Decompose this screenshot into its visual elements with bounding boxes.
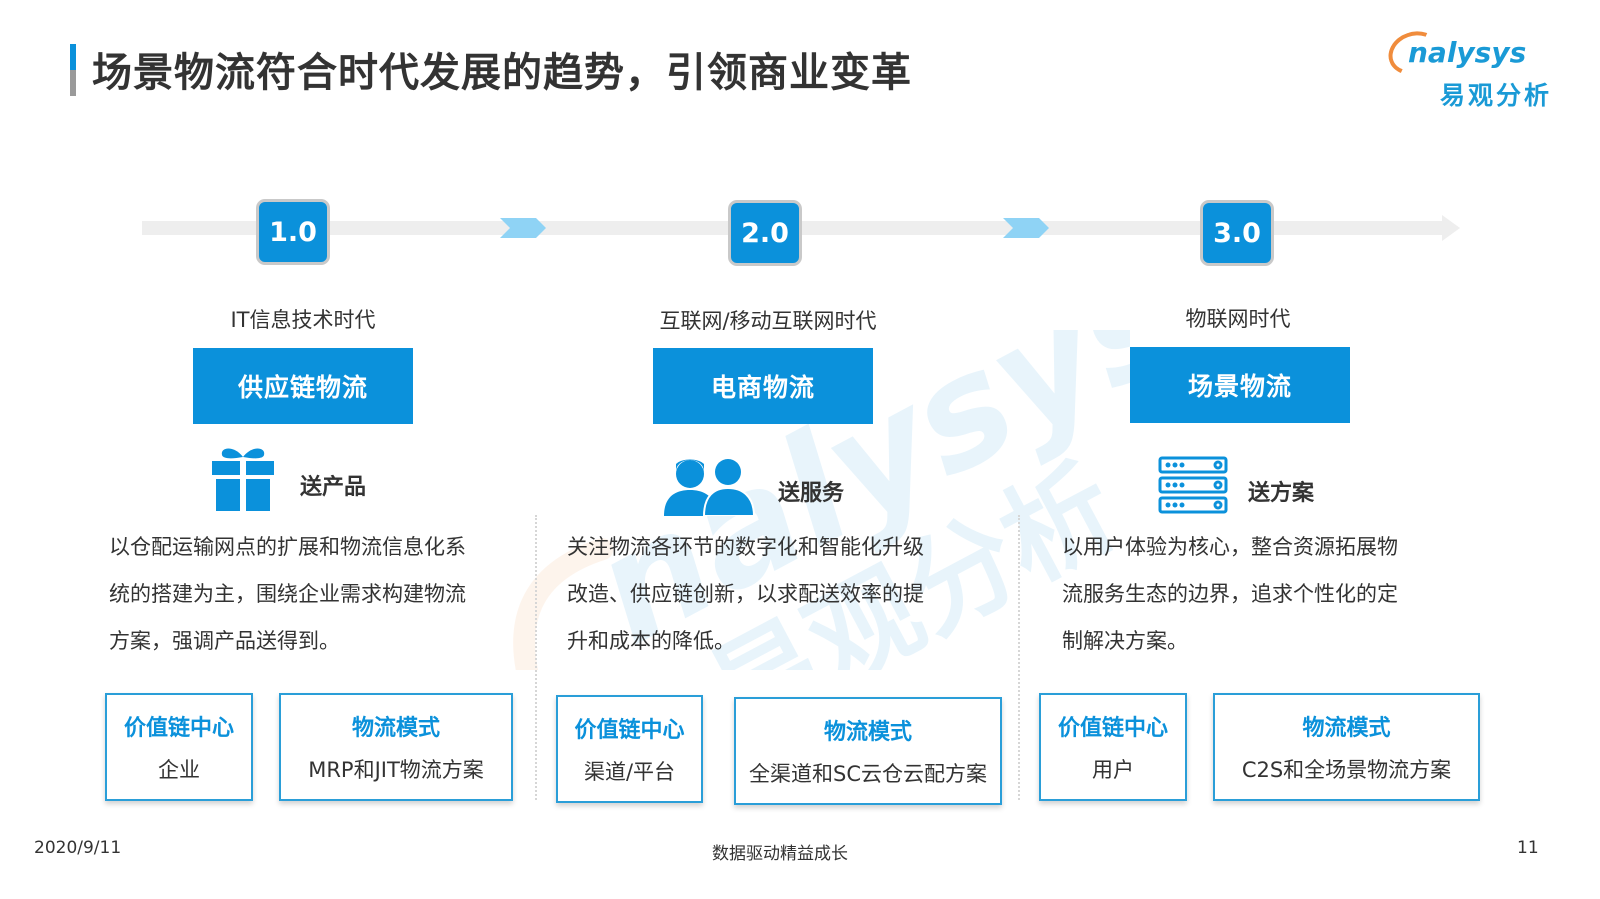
value-chain-card-1: 价值链中心 企业 bbox=[105, 693, 253, 801]
feature-label-2: 送服务 bbox=[778, 481, 845, 506]
card-title: 价值链中心 bbox=[574, 718, 685, 743]
version-badge-3: 3.0 bbox=[1200, 200, 1274, 266]
page-title: 场景物流符合时代发展的趋势，引领商业变革 bbox=[92, 50, 912, 96]
card-title: 物流模式 bbox=[823, 720, 912, 745]
stage-box-3: 场景物流 bbox=[1130, 347, 1350, 423]
stage-box-1: 供应链物流 bbox=[193, 348, 413, 424]
title-accent-bar bbox=[70, 44, 76, 96]
card-title: 价值链中心 bbox=[123, 716, 234, 741]
feature-label-1: 送产品 bbox=[300, 475, 367, 500]
card-value: MRP和JIT物流方案 bbox=[308, 758, 484, 782]
chevron-right-icon bbox=[1003, 218, 1049, 238]
value-chain-card-3: 价值链中心 用户 bbox=[1039, 693, 1187, 801]
card-value: 渠道/平台 bbox=[583, 760, 676, 784]
stage-box-2: 电商物流 bbox=[653, 348, 873, 424]
chevron-right-icon bbox=[500, 218, 546, 238]
card-title: 物流模式 bbox=[351, 716, 440, 741]
card-value: 用户 bbox=[1092, 758, 1134, 782]
logistics-mode-card-2: 物流模式 全渠道和SC云仓云配方案 bbox=[734, 697, 1002, 805]
logistics-mode-card-3: 物流模式 C2S和全场景物流方案 bbox=[1213, 693, 1480, 801]
card-value: 企业 bbox=[158, 758, 200, 782]
footer-slogan: 数据驱动精益成长 bbox=[712, 844, 848, 864]
people-icon bbox=[664, 459, 756, 516]
version-badge-2: 2.0 bbox=[728, 200, 802, 266]
stage-description-2: 关注物流各环节的数字化和智能化升级 改造、供应链创新，以求配送效率的提 升和成本… bbox=[567, 535, 924, 653]
footer-date: 2020/9/11 bbox=[34, 838, 122, 858]
era-label-2: 互联网/移动互联网时代 bbox=[659, 309, 877, 333]
era-label-3: 物联网时代 bbox=[1185, 307, 1291, 331]
feature-label-3: 送方案 bbox=[1248, 481, 1315, 506]
card-title: 价值链中心 bbox=[1057, 716, 1168, 741]
logo-text-en: nalysys bbox=[1408, 36, 1527, 69]
stage-description-1: 以仓配运输网点的扩展和物流信息化系 统的搭建为主，围绕企业需求构建物流 方案，强… bbox=[109, 535, 466, 653]
version-badge-1: 1.0 bbox=[256, 199, 330, 265]
page-number: 11 bbox=[1517, 838, 1539, 858]
card-value: C2S和全场景物流方案 bbox=[1241, 758, 1452, 782]
value-chain-card-2: 价值链中心 渠道/平台 bbox=[556, 695, 703, 803]
stage-description-3: 以用户体验为核心，整合资源拓展物 流服务生态的边界，追求个性化的定 制解决方案。 bbox=[1062, 535, 1398, 653]
logistics-mode-card-1: 物流模式 MRP和JIT物流方案 bbox=[279, 693, 513, 801]
logo-text-cn: 易观分析 bbox=[1440, 81, 1553, 110]
card-title: 物流模式 bbox=[1302, 716, 1391, 741]
column-divider bbox=[1018, 515, 1020, 800]
timeline-arrow-head bbox=[1442, 215, 1460, 241]
gift-icon bbox=[212, 448, 274, 511]
column-divider bbox=[535, 515, 537, 800]
server-icon bbox=[1158, 456, 1228, 514]
card-value: 全渠道和SC云仓云配方案 bbox=[749, 762, 987, 786]
era-label-1: IT信息技术时代 bbox=[230, 308, 376, 332]
